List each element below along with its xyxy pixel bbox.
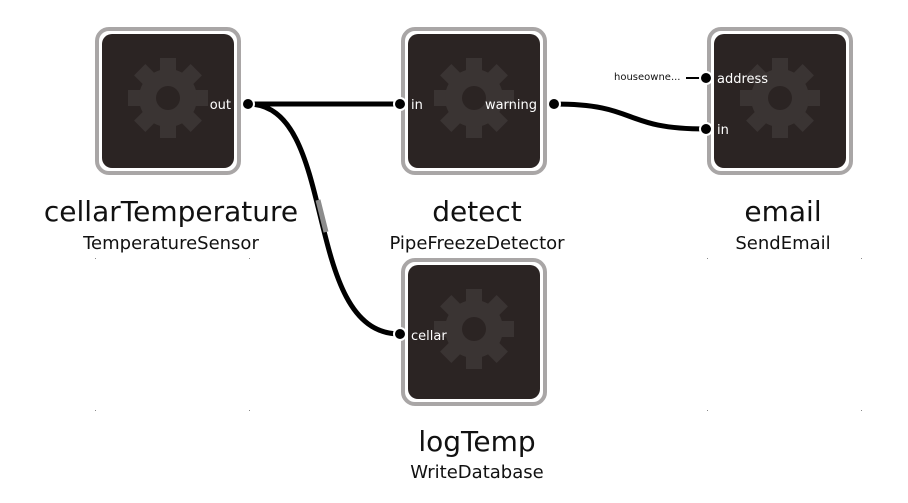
iip-value-address[interactable]: houseowne... — [614, 72, 681, 83]
node-title-email: email — [744, 195, 822, 228]
edge-detect-warning-to-email-in[interactable] — [553, 101, 707, 132]
grid-marker — [707, 258, 708, 259]
node-component-logTemp: WriteDatabase — [410, 462, 544, 483]
node-title-cellarTemperature: cellarTemperature — [43, 195, 299, 228]
port-label-address: address — [717, 72, 769, 87]
gear-icon — [128, 58, 208, 138]
grid-marker — [249, 258, 250, 259]
node-body: address in — [714, 34, 846, 168]
port-warning[interactable] — [549, 99, 559, 109]
node-cellarTemperature[interactable]: out — [95, 27, 241, 175]
node-title-logTemp: logTemp — [418, 425, 536, 458]
node-email[interactable]: address in — [707, 27, 853, 175]
grid-marker — [707, 410, 708, 411]
port-label-in: in — [717, 123, 729, 138]
port-label-in: in — [411, 98, 423, 113]
node-component-detect: PipeFreezeDetector — [389, 233, 565, 254]
grid-marker — [95, 258, 96, 259]
port-label-out: out — [209, 98, 231, 113]
grid-marker — [95, 410, 96, 411]
port-address[interactable] — [701, 73, 711, 83]
node-body: in warning — [408, 34, 540, 168]
gear-icon — [434, 58, 514, 138]
node-component-cellarTemperature: TemperatureSensor — [83, 233, 259, 254]
node-title-detect: detect — [432, 195, 522, 228]
port-label-cellar: cellar — [411, 329, 447, 344]
edge-highlight-segment — [315, 199, 329, 233]
grid-marker — [249, 410, 250, 411]
gear-icon — [434, 289, 514, 369]
port-in[interactable] — [395, 99, 405, 109]
grid-marker — [861, 410, 862, 411]
node-component-email: SendEmail — [735, 233, 831, 254]
gear-icon — [740, 58, 820, 138]
port-in[interactable] — [701, 124, 711, 134]
node-body: cellar — [408, 265, 540, 399]
port-cellar[interactable] — [395, 329, 405, 339]
node-body: out — [102, 34, 234, 168]
node-logTemp[interactable]: cellar — [401, 258, 547, 406]
port-out[interactable] — [243, 99, 253, 109]
port-label-warning: warning — [484, 98, 537, 113]
node-detect[interactable]: in warning — [401, 27, 547, 175]
grid-marker — [861, 258, 862, 259]
